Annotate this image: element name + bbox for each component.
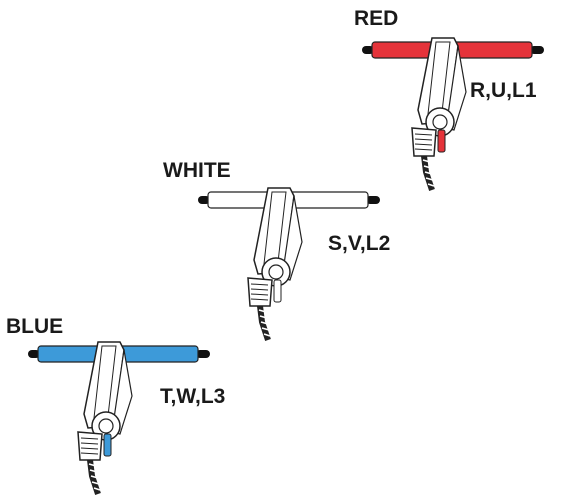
probe-phase-label-red: R,U,L1: [470, 79, 537, 102]
probe-color-label-red: RED: [354, 7, 399, 30]
probe-phase-label-blue: T,W,L3: [160, 385, 226, 408]
voltage-probe-clip-red: [362, 37, 544, 191]
probe-color-label-blue: BLUE: [6, 315, 64, 338]
voltage-probe-clip-blue: [28, 341, 210, 495]
probe-phase-label-white: S,V,L2: [328, 232, 391, 255]
probe-color-label-white: WHITE: [163, 159, 231, 182]
voltage-probe-clip-white: [198, 187, 380, 341]
